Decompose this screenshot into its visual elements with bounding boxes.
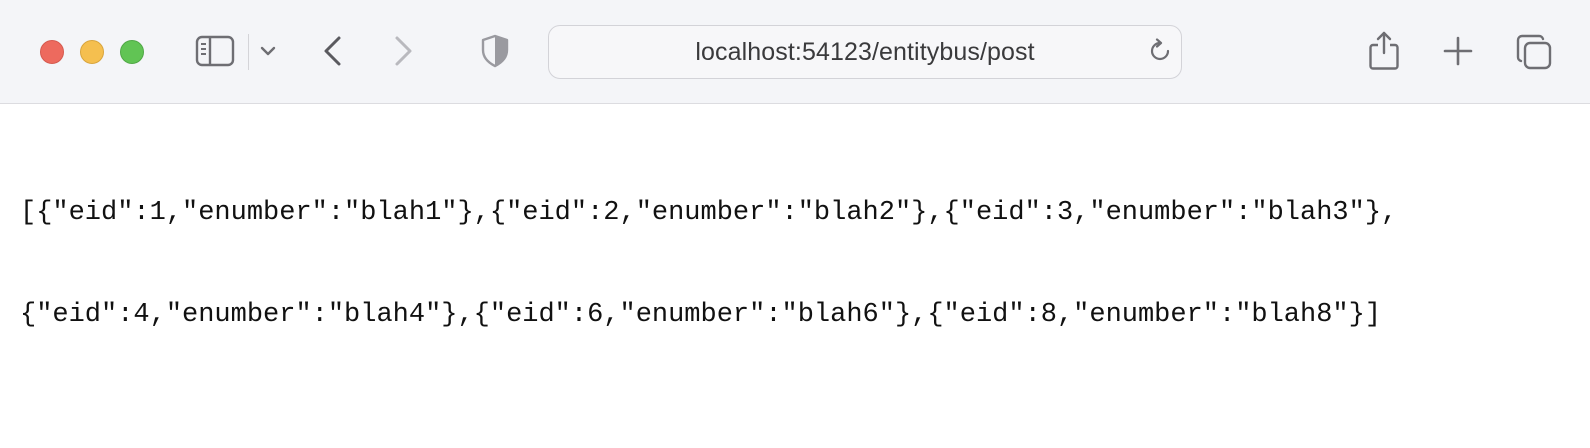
reload-icon[interactable] [1146, 37, 1174, 65]
chevron-down-icon[interactable] [258, 40, 278, 62]
address-bar[interactable]: localhost:54123/entitybus/post [548, 25, 1182, 79]
forward-button[interactable] [390, 33, 418, 69]
close-window-button[interactable] [40, 40, 64, 64]
json-line: {"eid":4,"enumber":"blah4"},{"eid":6,"en… [20, 300, 1382, 330]
share-icon[interactable] [1366, 28, 1402, 72]
page-content: [{"eid":1,"enumber":"blah1"},{"eid":2,"e… [20, 128, 1570, 400]
url-text[interactable]: localhost:54123/entitybus/post [695, 37, 1035, 66]
plus-icon[interactable] [1440, 33, 1476, 69]
json-line: [{"eid":1,"enumber":"blah1"},{"eid":2,"e… [20, 198, 1398, 228]
maximize-window-button[interactable] [120, 40, 144, 64]
chevron-right-icon [395, 36, 412, 66]
back-button[interactable] [318, 33, 346, 69]
toolbar-divider [248, 34, 249, 70]
browser-toolbar: localhost:54123/entitybus/post [0, 0, 1590, 104]
shield-icon[interactable] [480, 33, 510, 69]
sidebar-icon[interactable] [194, 33, 236, 69]
minimize-window-button[interactable] [80, 40, 104, 64]
chevron-left-icon [324, 36, 341, 66]
tabs-overview-icon[interactable] [1514, 32, 1554, 72]
